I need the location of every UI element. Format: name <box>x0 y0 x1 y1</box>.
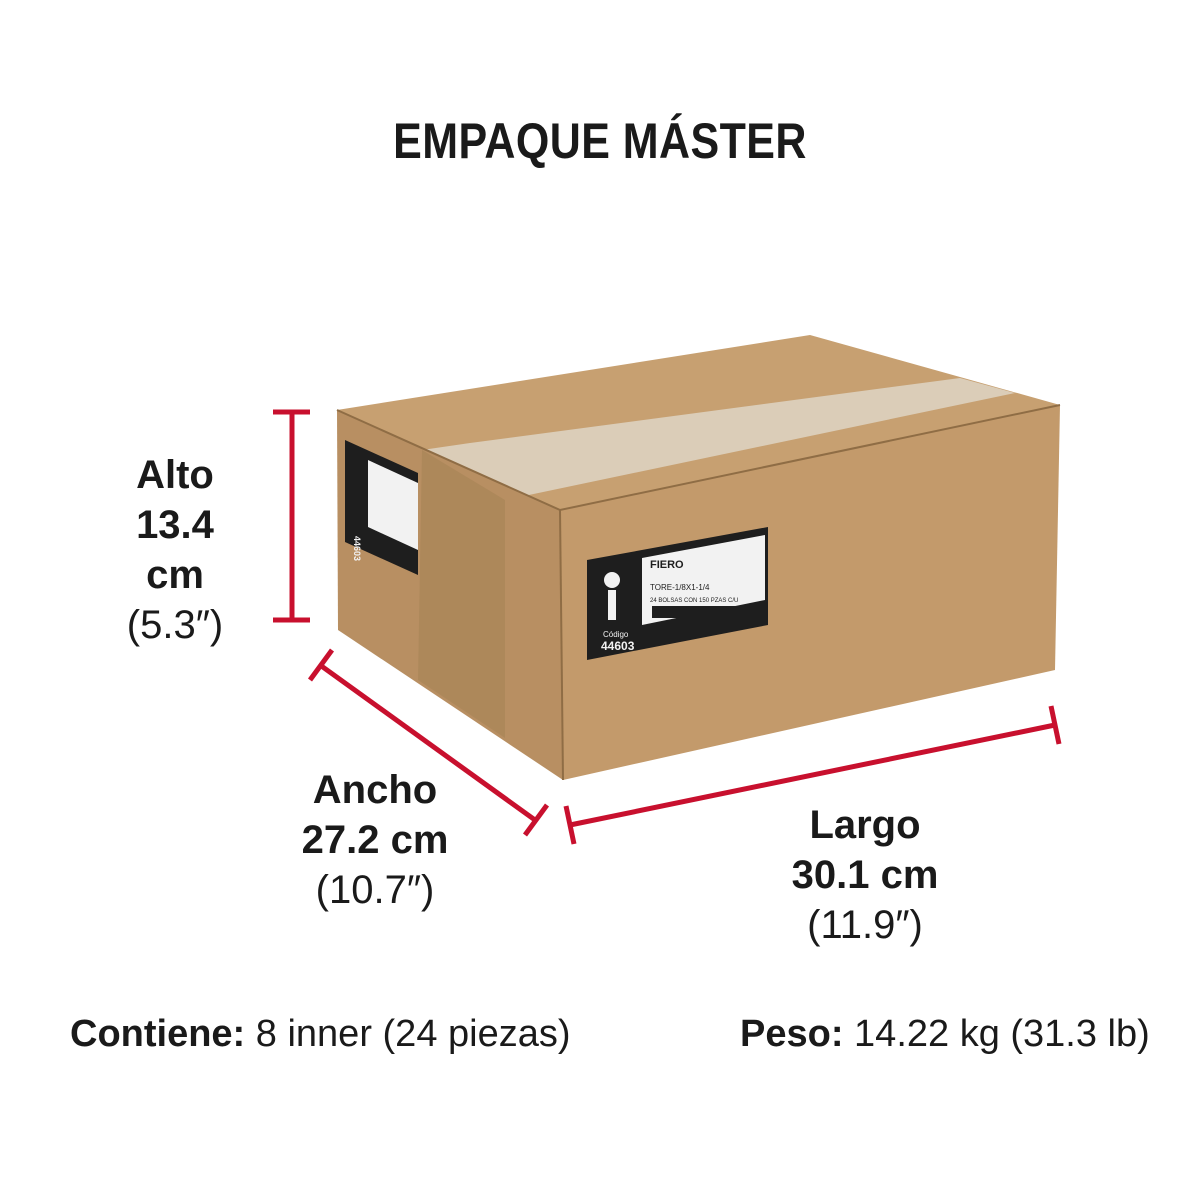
label-brand: FIERO <box>650 559 684 571</box>
largo-line <box>569 722 1056 828</box>
weight-value: 14.22 kg (31.3 lb) <box>854 1013 1150 1055</box>
contents-label: Contiene: <box>70 1013 246 1055</box>
alto-dimension: Alto 13.4 cm (5.3″) <box>110 450 240 650</box>
largo-value: 30.1 cm <box>791 853 939 897</box>
alto-label: Alto <box>136 453 214 497</box>
side-label-code: 44603 <box>352 536 362 561</box>
largo-dimension: Largo 30.1 cm (11.9″) <box>780 800 950 950</box>
weight-label: Peso: <box>740 1013 844 1055</box>
barcode <box>652 606 752 618</box>
tape-top <box>422 378 1015 500</box>
largo-inches: (11.9″) <box>807 903 923 947</box>
label-model: TORE-1/8X1-1/4 <box>650 583 710 592</box>
box-front <box>560 405 1060 780</box>
ancho-line <box>318 662 537 823</box>
alto-value: 13.4 cm <box>136 503 214 597</box>
ancho-value: 27.2 cm <box>301 818 449 862</box>
weight-info: Peso: 14.22 kg (31.3 lb) <box>740 1013 1150 1056</box>
screw-icon <box>608 590 616 620</box>
label-contents: 24 BOLSAS CON 150 PZAS C/U <box>650 598 738 604</box>
ancho-dimension: Ancho 27.2 cm (10.7″) <box>290 765 460 915</box>
contents-info: Contiene: 8 inner (24 piezas) <box>70 1013 571 1056</box>
dimension-lines <box>273 409 1062 845</box>
ancho-label: Ancho <box>312 768 438 812</box>
label-code-label: Código <box>603 630 629 639</box>
contents-value: 8 inner (24 piezas) <box>255 1013 571 1055</box>
page-title: EMPAQUE MÁSTER <box>393 113 807 169</box>
side-product-label: 44603 <box>345 440 418 575</box>
screw-head-icon <box>604 572 620 588</box>
tape-side <box>418 450 505 738</box>
largo-label: Largo <box>809 803 921 847</box>
label-code: 44603 <box>601 639 635 653</box>
alto-inches: (5.3″) <box>126 603 224 647</box>
front-product-label: FIERO TORE-1/8X1-1/4 24 BOLSAS CON 150 P… <box>587 527 768 660</box>
ancho-inches: (10.7″) <box>315 868 435 912</box>
